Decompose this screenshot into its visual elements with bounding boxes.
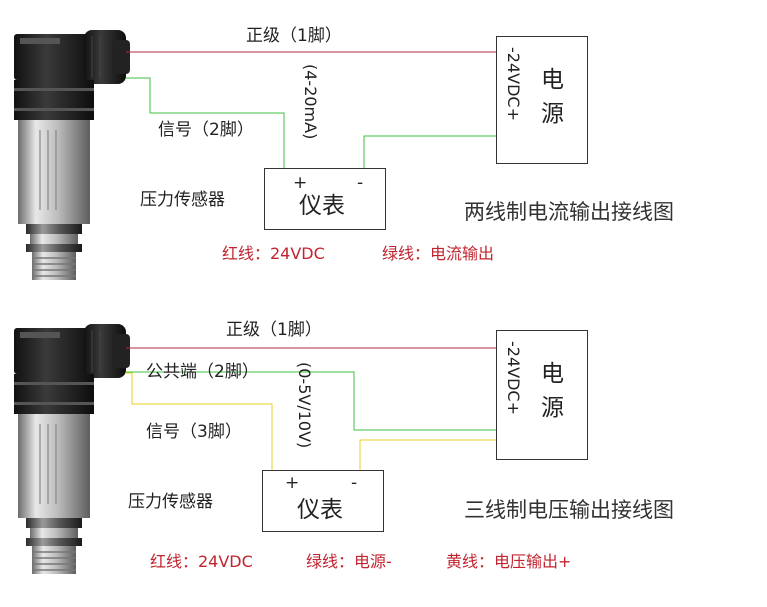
supply-char-2-2: 源 xyxy=(541,395,564,421)
label-signal-pin: 信号（2脚） xyxy=(158,120,254,140)
supply-voltage-label-2: -24VDC+ xyxy=(504,341,523,415)
pressure-sensor-image-2 xyxy=(13,323,131,575)
wire-green-meter-top xyxy=(363,135,496,168)
label-common-pin: 公共端（2脚） xyxy=(146,362,259,382)
wire-green-signal-top xyxy=(126,77,285,168)
label-sensor: 压力传感器 xyxy=(140,190,225,210)
meter-plus-2: + xyxy=(285,473,300,493)
meter-plus: + xyxy=(293,173,308,193)
wire-yellow-meter xyxy=(359,439,496,470)
meter-label: 仪表 xyxy=(299,193,345,219)
legend-green-2: 绿线：电源- xyxy=(306,552,392,571)
legend-red-2: 红线：24VDC xyxy=(150,552,253,571)
label-positive-pin-2: 正级（1脚） xyxy=(226,320,322,340)
label-signal-pin-2: 信号（3脚） xyxy=(146,422,242,442)
label-positive-pin: 正级（1脚） xyxy=(246,26,342,46)
diagram-title-2: 三线制电压输出接线图 xyxy=(464,498,674,522)
power-supply-box: -24VDC+ 电 源 xyxy=(496,36,588,164)
meter-label-2: 仪表 xyxy=(297,497,343,523)
supply-char-2: 源 xyxy=(541,101,564,127)
legend-red: 红线：24VDC xyxy=(222,244,325,263)
legend-green: 绿线：电流输出 xyxy=(382,244,495,263)
label-sensor-2: 压力传感器 xyxy=(128,492,213,512)
power-supply-box-2: -24VDC+ 电 源 xyxy=(496,330,588,460)
label-current-range: (4-20mA) xyxy=(301,64,320,140)
supply-char-1-2: 电 xyxy=(541,361,564,387)
supply-char-1: 电 xyxy=(541,67,564,93)
pressure-sensor-image xyxy=(13,29,131,281)
diagram-title: 两线制电流输出接线图 xyxy=(464,200,674,224)
meter-box: + - 仪表 xyxy=(264,168,386,230)
wire-green-common xyxy=(126,371,496,431)
meter-minus: - xyxy=(357,173,364,193)
meter-box-2: + - 仪表 xyxy=(262,470,384,532)
supply-voltage-label: -24VDC+ xyxy=(504,47,523,121)
legend-yellow: 黄线：电压输出+ xyxy=(446,552,572,571)
wire-yellow-signal xyxy=(126,372,273,470)
label-voltage-range: (0-5V/10V) xyxy=(295,362,314,449)
meter-minus-2: - xyxy=(351,473,358,493)
